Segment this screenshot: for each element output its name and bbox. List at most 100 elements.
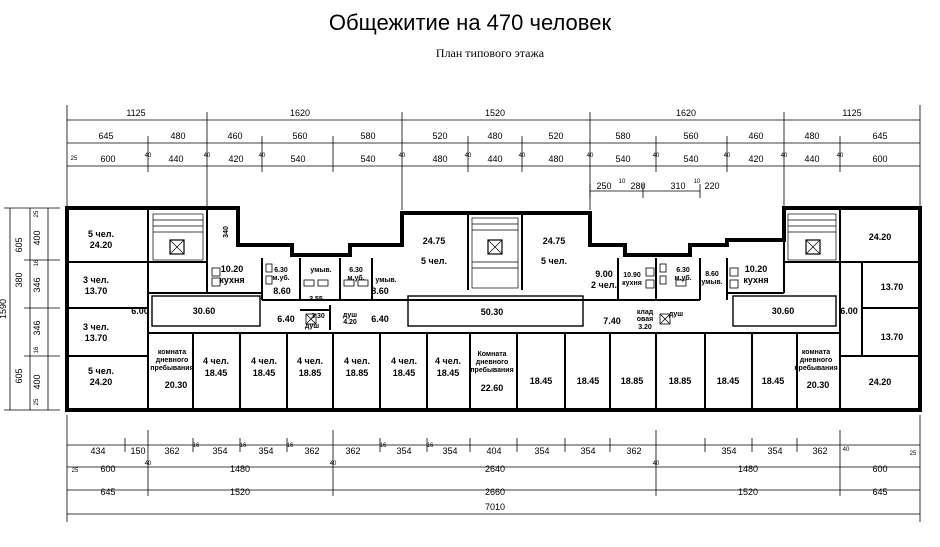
day-room-e-line1: комната [802,349,830,356]
room-e6-area: 18.45 [762,376,785,386]
dim-r3-15: 480 [548,154,563,164]
dim-b1-16: 354 [534,446,549,456]
klad-line1: клад [637,309,654,316]
kitchen-c-area: 10.90 [623,272,641,279]
dim-r3-17: 540 [615,154,630,164]
kitchen-e-area: 10.20 [745,264,768,274]
room-nw-area: 24.20 [90,240,113,250]
dim-b1-7: 354 [258,446,273,456]
room-s4-label: 4 чел. [344,356,370,366]
dim-b1-5: 354 [212,446,227,456]
dim-top-2: 1620 [290,108,310,118]
dim-b1-4: 16 [193,443,200,449]
dim-b2-8: 1480 [738,464,758,474]
dim-r2-12: 480 [804,131,819,141]
room-e2r-area: 13.70 [881,332,904,342]
umyv3-label: умыв. [701,279,722,286]
room-s5-area: 18.45 [393,368,416,378]
klad-area: 3.20 [638,324,652,331]
dim-r3-25: 600 [872,154,887,164]
dim-l-4: 16 [34,259,40,266]
dim-b1-17: 354 [580,446,595,456]
dim-r3-11: 480 [432,154,447,164]
dim-r4-6: 220 [704,181,719,191]
dim-b1-20: 354 [767,446,782,456]
dim-r3-16: 40 [587,153,594,159]
day-room-e-line3: пребывания [794,364,837,372]
dim-r3-9: 540 [360,154,375,164]
wash2-label: м.уб. [347,274,364,282]
day-room-c-area: 22.60 [481,383,504,393]
wash1-area: 6.30 [274,267,288,274]
dim-l-9: 346 [32,320,42,335]
dim-r3-6: 420 [228,154,243,164]
room-s4-area: 18.85 [346,368,369,378]
kitchen-w-label: кухня [219,275,244,285]
dim-b3-4: 1520 [738,487,758,497]
room-e1r-area: 13.70 [881,282,904,292]
dim-r2-1: 645 [98,131,113,141]
dim-r4-3: 280 [630,181,645,191]
dim-r4-2: 10 [619,179,626,185]
dim-b1-2: 150 [130,446,145,456]
room-ne-area: 24.20 [869,232,892,242]
dush3-label: душ [669,311,683,318]
wash1-label: м.уб. [272,274,289,282]
kitchen-e-label: кухня [743,275,768,285]
dim-top-3: 1520 [485,108,505,118]
room-nw-label: 5 чел. [88,229,114,239]
kitchen-w-area: 10.20 [221,264,244,274]
kitchen-c-label: кухня [622,280,642,287]
room-860a-area: 8.60 [273,286,291,296]
dimension-lines [4,105,921,522]
dim-b1-22: 40 [843,447,850,453]
exterior-walls [65,206,922,412]
wash2-area: 6.30 [349,267,363,274]
room-w1-area: 13.70 [85,286,108,296]
hall-w-area: 30.60 [193,306,216,316]
dim-b1-8: 16 [287,443,294,449]
dim-total: 7010 [485,502,505,512]
dim-r2-3: 460 [227,131,242,141]
dush1-area: 3.30 [311,313,325,320]
dim-b2-5: 40 [330,461,337,467]
dim-r4-5: 10 [694,179,701,185]
klad-line2: овая [637,316,653,323]
dim-b1-1: 434 [90,446,105,456]
room-e1-area: 18.45 [530,376,553,386]
dim-b1-11: 16 [380,443,387,449]
day-room-e-line2: дневного [800,357,832,364]
room-s6-area: 18.45 [437,368,460,378]
room-s2-area: 18.45 [253,368,276,378]
room-s3-area: 18.85 [299,368,322,378]
dim-b2-6: 2640 [485,464,505,474]
dim-l-8: 16 [34,346,40,353]
room-e3-area: 18.85 [621,376,644,386]
dim-r2-10: 560 [683,131,698,141]
dim-r3-3: 40 [145,153,152,159]
dush2-area: 4.20 [343,319,357,326]
umyv1-label: умыв. [310,267,331,274]
dim-r3-24: 40 [837,153,844,159]
dim-top-5: 1125 [842,108,861,118]
dim-340: 340 [223,226,230,238]
room-740-area: 7.40 [603,316,621,326]
drawing-title: Общежитие на 470 человек [328,10,612,35]
dim-top-1: 1125 [126,108,145,118]
dim-r2-9: 580 [615,131,630,141]
dim-r2-6: 520 [432,131,447,141]
dim-r3-2: 600 [100,154,115,164]
dim-l-3: 605 [14,237,24,252]
dim-r3-13: 440 [487,154,502,164]
drawing-subtitle: План типового этажа [435,46,545,60]
dim-r2-8: 520 [548,131,563,141]
room-w2-area: 13.70 [85,333,108,343]
dim-r3-23: 440 [804,154,819,164]
room-s6-label: 4 чел. [435,356,461,366]
room-cn2-label: 5 чел. [541,256,567,266]
dim-l-7: 1590 [0,299,8,319]
dim-r3-5: 40 [204,153,211,159]
dim-r3-14: 40 [519,153,526,159]
dim-r2-5: 580 [360,131,375,141]
room-s5-label: 4 чел. [391,356,417,366]
